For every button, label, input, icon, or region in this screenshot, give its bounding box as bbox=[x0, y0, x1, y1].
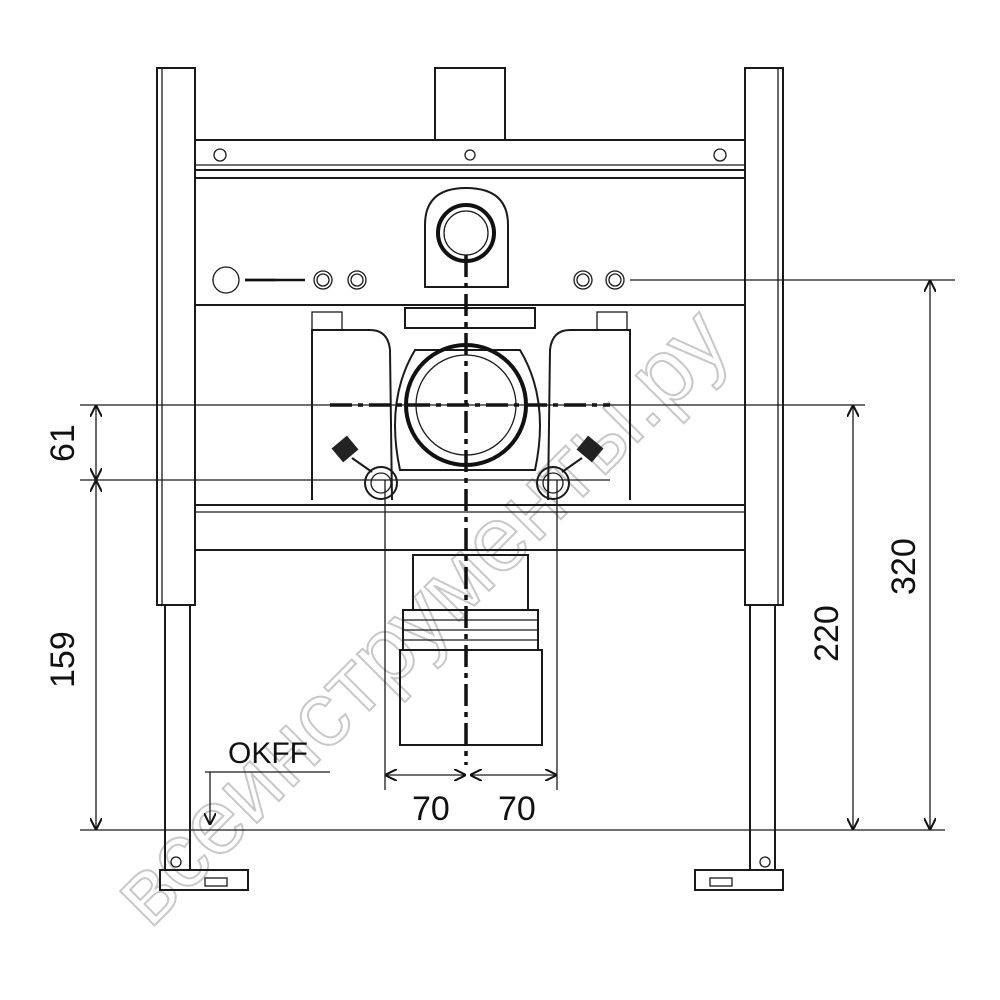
left-water-valve bbox=[331, 435, 398, 500]
flush-pipe bbox=[434, 67, 506, 141]
dimension-220: 220 bbox=[808, 605, 846, 662]
floor-level-label: OKFF bbox=[228, 737, 308, 770]
dimension-70-right: 70 bbox=[498, 790, 536, 828]
left-post bbox=[156, 67, 249, 891]
mounting-plate bbox=[194, 177, 746, 306]
right-post bbox=[694, 67, 784, 891]
dimension-61: 61 bbox=[44, 424, 82, 462]
lower-crossbar bbox=[194, 504, 746, 551]
brackets bbox=[311, 307, 631, 501]
dimension-lines bbox=[80, 279, 955, 831]
dimension-320: 320 bbox=[885, 538, 923, 595]
dimension-70-left: 70 bbox=[412, 790, 450, 828]
dimension-159: 159 bbox=[44, 631, 82, 688]
top-crossbar bbox=[194, 139, 746, 171]
right-water-valve bbox=[536, 435, 604, 500]
drain-pipe bbox=[399, 554, 543, 746]
